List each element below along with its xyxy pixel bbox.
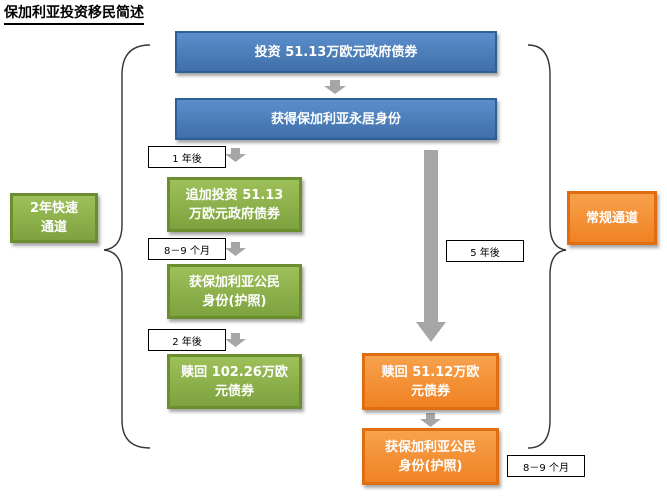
regular-citizenship-label: 获保加利亚公民身份(护照) xyxy=(384,439,476,474)
fast-track-label-box: 2年快速通道 xyxy=(10,193,98,243)
additional-invest-label: 追加投资 51.13万欧元政府债券 xyxy=(185,187,284,222)
arrow-invest-to-residency xyxy=(324,80,346,94)
residency-box-label: 获得保加利亚永居身份 xyxy=(270,111,401,127)
residency-box: 获得保加利亚永居身份 xyxy=(175,98,497,140)
invest-box: 投资 51.13万欧元政府债券 xyxy=(175,31,497,73)
duration-eight-nine-months-fast: 8－9 个月 xyxy=(148,238,226,260)
arrow-fast-1 xyxy=(225,148,246,162)
regular-track-label-box: 常规通道 xyxy=(567,191,657,245)
redeem-102-label: 赎回 102.26万欧元债券 xyxy=(181,364,288,399)
duration-two-years: 2 年後 xyxy=(148,329,226,351)
left-brace xyxy=(103,44,151,449)
redeem-51-label: 赎回 51.12万欧元债券 xyxy=(381,364,480,399)
arrow-regular-long xyxy=(416,150,446,342)
fast-citizenship-box: 获保加利亚公民身份(护照) xyxy=(167,264,302,319)
right-brace xyxy=(527,44,567,449)
regular-citizenship-box: 获保加利亚公民身份(护照) xyxy=(362,428,499,485)
arrow-regular-2 xyxy=(420,413,441,427)
arrow-fast-3 xyxy=(225,333,246,347)
arrow-fast-2 xyxy=(225,242,246,256)
duration-one-year: 1 年後 xyxy=(148,146,226,168)
duration-eight-nine-months-regular: 8－9 个月 xyxy=(507,455,585,477)
diagram-title: 保加利亚投资移民简述 xyxy=(4,5,144,25)
invest-box-label: 投资 51.13万欧元政府债券 xyxy=(254,44,418,60)
regular-track-label: 常规通道 xyxy=(585,210,638,226)
additional-invest-box: 追加投资 51.13万欧元政府债券 xyxy=(167,177,302,232)
duration-five-years: 5 年後 xyxy=(446,240,524,262)
redeem-102-box: 赎回 102.26万欧元债券 xyxy=(167,354,302,409)
fast-citizenship-label: 获保加利亚公民身份(护照) xyxy=(188,274,280,309)
fast-track-label: 2年快速通道 xyxy=(29,201,79,235)
redeem-51-box: 赎回 51.12万欧元债券 xyxy=(362,353,499,410)
